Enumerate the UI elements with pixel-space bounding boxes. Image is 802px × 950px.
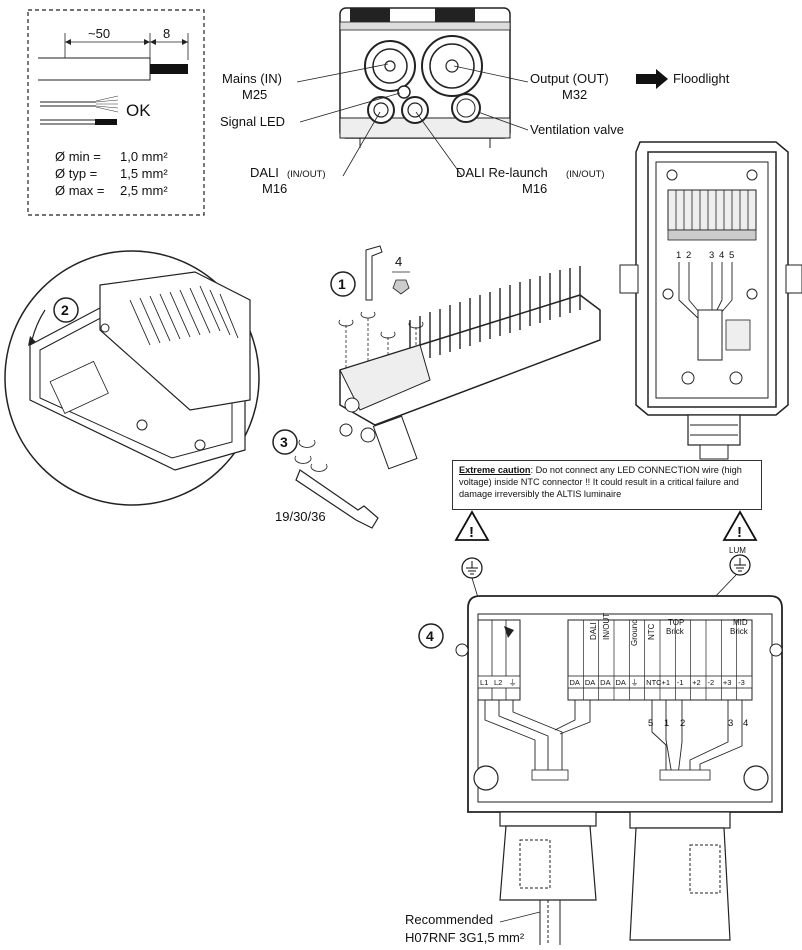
group-top-label: TOP bbox=[668, 618, 684, 627]
group-ntc-label: NTC bbox=[647, 623, 656, 640]
terminal-label: NTC bbox=[646, 678, 662, 687]
size-typ-value: 1,5 mm² bbox=[120, 166, 168, 181]
cable-type-label: H07RNF 3G1,5 mm² bbox=[405, 930, 525, 945]
terminal-label: -3 bbox=[738, 678, 745, 687]
size-typ-label: Ø typ = bbox=[55, 166, 97, 181]
driver-view: 1 4 bbox=[272, 245, 601, 529]
size-max-label: Ø max = bbox=[55, 183, 105, 198]
led-number-1: 1 bbox=[676, 250, 681, 261]
caution-text: : Do not connect any LED CONNECTION wire… bbox=[459, 465, 742, 499]
bottom-number-4: 4 bbox=[743, 718, 748, 729]
group-top-sub-label: Brick bbox=[666, 627, 685, 636]
arrow-icon bbox=[504, 626, 514, 638]
size-min-label: Ø min = bbox=[55, 149, 101, 164]
size-min-value: 1,0 mm² bbox=[120, 149, 168, 164]
lum-label: LUM bbox=[729, 546, 746, 555]
cable-recommend-label: Recommended bbox=[405, 912, 493, 927]
wrench-icon bbox=[295, 469, 379, 529]
gland-view: Mains (IN) M25 Signal LED DALI (IN/OUT) … bbox=[220, 7, 730, 196]
dim-strip-label: ~50 bbox=[88, 26, 110, 41]
terminal-label: +2 bbox=[692, 678, 701, 687]
terminal-label-l1: L1 bbox=[480, 678, 488, 687]
caution-title: Extreme caution bbox=[459, 465, 531, 475]
output-label: Output (OUT) bbox=[530, 71, 609, 86]
group-mid-label: MID bbox=[733, 618, 748, 627]
warning-icon: ! bbox=[454, 510, 490, 541]
group-ground-label: Ground bbox=[630, 619, 639, 646]
terminal-label: +1 bbox=[662, 678, 671, 687]
relaunch-sub-label: (IN/OUT) bbox=[566, 169, 605, 180]
warning-icon: ! bbox=[722, 510, 758, 541]
led-number-2: 2 bbox=[686, 250, 691, 261]
terminal-detail-circle: 2 bbox=[4, 250, 260, 506]
step-4-label: 4 bbox=[426, 628, 434, 644]
output-size-label: M32 bbox=[562, 87, 587, 102]
relaunch-size-label: M16 bbox=[522, 181, 547, 196]
bottom-number-3: 3 bbox=[728, 718, 733, 729]
ventilation-label: Ventilation valve bbox=[530, 122, 624, 137]
terminal-label: +3 bbox=[723, 678, 732, 687]
terminal-label-ground: ⏚ bbox=[509, 678, 517, 687]
led-number-3: 3 bbox=[709, 250, 714, 261]
led-number-4: 4 bbox=[719, 250, 724, 261]
terminal-label: -1 bbox=[677, 678, 684, 687]
wire-strip-panel: ~50 8 OK Ø min = 1,0 mm² Ø typ = 1,5 mm²… bbox=[27, 9, 205, 216]
group-dali-label: DALI bbox=[589, 622, 598, 640]
relaunch-label: DALI Re-launch bbox=[456, 165, 548, 180]
terminal-label-l2: L2 bbox=[494, 678, 502, 687]
extreme-caution-note: Extreme caution: Do not connect any LED … bbox=[452, 460, 762, 510]
luminaire-back-view: 1 2 3 4 5 bbox=[619, 141, 802, 460]
terminal-label: DA bbox=[585, 678, 595, 687]
rotate-arrow-icon bbox=[28, 336, 36, 346]
bottom-number-1: 1 bbox=[664, 718, 669, 729]
step-2-label: 2 bbox=[61, 302, 69, 318]
step-1-label: 1 bbox=[338, 276, 346, 292]
wrench-sizes-label: 19/30/36 bbox=[275, 509, 326, 524]
terminal-label: DA bbox=[616, 678, 626, 687]
step-3-label: 3 bbox=[280, 434, 288, 450]
bottom-number-2: 2 bbox=[680, 718, 685, 729]
dali-size-label: M16 bbox=[262, 181, 287, 196]
signal-led-label: Signal LED bbox=[220, 114, 285, 129]
bottom-number-5: 5 bbox=[648, 718, 653, 729]
terminal-label: ⏚ bbox=[631, 678, 639, 687]
terminal-label: -2 bbox=[708, 678, 715, 687]
mains-label: Mains (IN) bbox=[222, 71, 282, 86]
terminal-label: DA bbox=[600, 678, 610, 687]
group-inout-label: IN/OUT bbox=[602, 613, 611, 640]
arrow-right-icon bbox=[636, 69, 668, 89]
group-mid-sub-label: Brick bbox=[730, 627, 749, 636]
svg-text:!: ! bbox=[469, 524, 474, 541]
size-max-value: 2,5 mm² bbox=[120, 183, 168, 198]
hex-size-label: 4 bbox=[395, 254, 402, 269]
floodlight-label: Floodlight bbox=[673, 71, 730, 86]
ok-label: OK bbox=[126, 101, 151, 120]
mains-size-label: M25 bbox=[242, 87, 267, 102]
hex-key-icon bbox=[365, 245, 383, 301]
dali-label: DALI bbox=[250, 165, 279, 180]
dali-sub-label: (IN/OUT) bbox=[287, 169, 326, 180]
dim-core-label: 8 bbox=[163, 26, 170, 41]
led-number-5: 5 bbox=[729, 250, 734, 261]
svg-text:!: ! bbox=[737, 524, 742, 541]
terminal-label: DA bbox=[570, 678, 580, 687]
